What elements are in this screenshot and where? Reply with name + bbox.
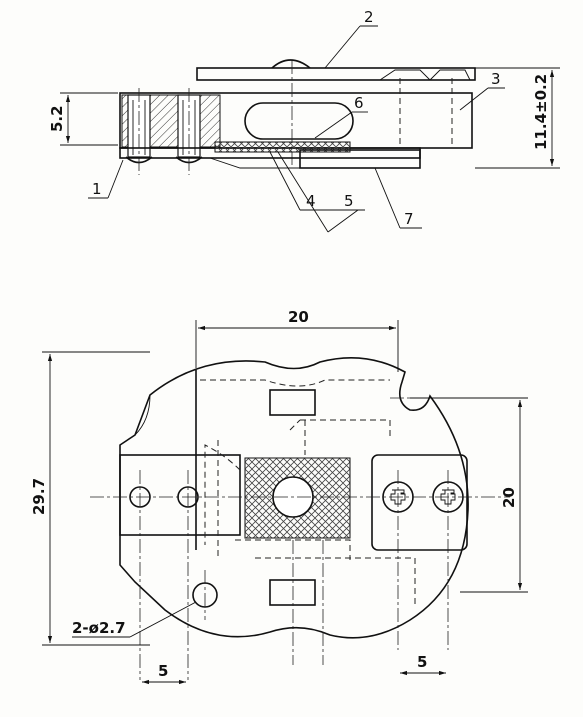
dim-height-29-7: 29.7 [30,351,150,646]
dim-width-5-right: 5 [400,653,446,676]
tab-bottom [269,579,316,606]
slot-oval [244,102,354,140]
bottom-edge [209,157,420,169]
dim-label-29-7: 29.7 [30,478,48,515]
screw-head-top-2 [429,69,471,81]
dim-width-5-left: 5 [142,662,186,685]
part-label-6: 6 [314,94,368,139]
right-plate [371,454,468,551]
hole-note-label: 2-ø2.7 [72,619,126,637]
svg-text:6: 6 [354,94,364,112]
dim-label-20-right: 20 [500,487,518,508]
dim-width-top: 20 [195,308,399,372]
part-label-1: 1 [88,159,124,199]
hole-note: 2-ø2.7 [72,601,197,638]
part-label-2: 2 [324,8,378,69]
top-dome [271,59,311,69]
top-view: 20 29.7 20 5 5 2-ø2.7 [30,308,528,685]
part-label-4-5: 4 5 [269,151,365,233]
dim-height-left: 5.2 [48,92,118,146]
part-label-7: 7 [374,167,422,229]
svg-text:5: 5 [344,192,354,210]
bottom-bar [299,149,421,169]
dim-height-right: 11.4±0.2 [475,67,560,169]
tab-top [269,389,316,416]
outer-contour [119,357,469,639]
dim-label-20-top: 20 [288,308,309,326]
dim-label-11-4: 11.4±0.2 [532,74,550,150]
side-view: 5.2 11.4±0.2 1 2 3 6 [48,8,560,233]
svg-text:1: 1 [92,180,102,198]
left-plate [119,454,241,536]
svg-text:3: 3 [491,70,501,88]
svg-text:2: 2 [364,8,374,26]
svg-text:4: 4 [306,192,316,210]
svg-text:7: 7 [404,210,414,228]
dim-label-5-left: 5 [158,662,168,680]
dim-label-5-right: 5 [417,653,427,671]
crosshatch-pad [214,141,351,153]
dim-height-20-right: 20 [410,397,528,593]
part-label-3: 3 [459,70,505,111]
screw-head-top-1 [379,69,431,81]
top-plate [196,67,476,81]
dim-label-5-2: 5.2 [48,105,66,132]
